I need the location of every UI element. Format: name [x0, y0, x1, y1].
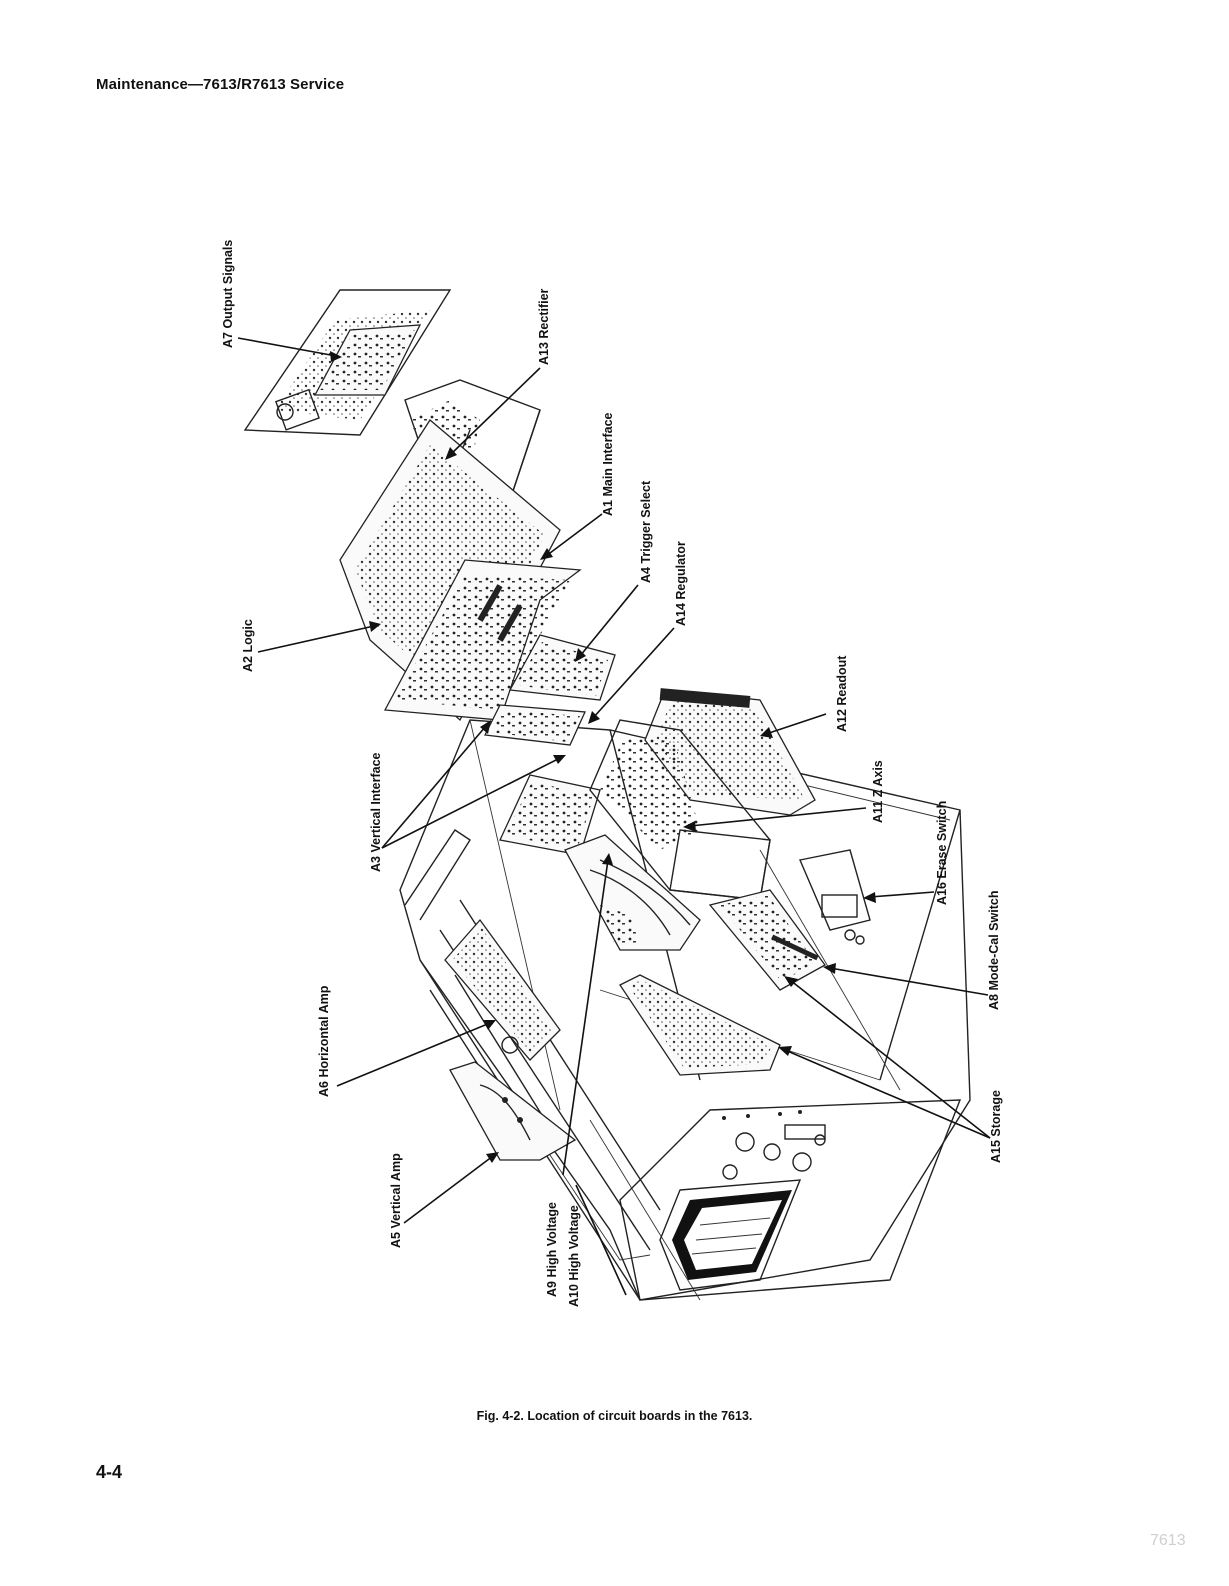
board-a3-vertical-interface — [484, 704, 586, 746]
figure-caption: Fig. 4-2. Location of circuit boards in … — [476, 1409, 753, 1423]
label-a14-regulator: A14 Regulator — [674, 541, 688, 626]
callout-leaders — [237, 337, 991, 1296]
board-a1-main-interface — [383, 559, 582, 721]
board-a6-horizontal-amp — [444, 918, 561, 1061]
running-header: Maintenance—7613/R7613 Service — [96, 76, 345, 93]
label-a10-high-voltage: A10 High Voltage — [567, 1205, 581, 1307]
label-a3-vertical-interface: A3 Vertical Interface — [369, 752, 383, 872]
board-a16-erase-switch — [799, 849, 871, 945]
watermark: 7613 — [1150, 1532, 1186, 1549]
label-a16-erase-switch: A16 Erase Switch — [935, 801, 949, 905]
label-a2-logic: A2 Logic — [241, 619, 255, 672]
label-a7-output-signals: A7 Output Signals — [221, 240, 235, 348]
instrument-drawing — [243, 289, 971, 1301]
board-a14-regulator — [499, 774, 601, 856]
board-a8-mode-cal-switch — [708, 889, 826, 991]
callout-labels: A7 Output Signals A13 Rectifier A1 Main … — [221, 240, 1003, 1307]
board-a7-output-signals — [243, 289, 452, 436]
label-a13-rectifier: A13 Rectifier — [537, 288, 551, 365]
board-a15-storage — [619, 974, 781, 1076]
label-a11-z-axis: A11 Z Axis — [871, 760, 885, 823]
label-a4-trigger-select: A4 Trigger Select — [639, 480, 653, 583]
label-a15-storage: A15 Storage — [989, 1090, 1003, 1163]
label-a6-horizontal-amp: A6 Horizontal Amp — [317, 985, 331, 1097]
label-a12-readout: A12 Readout — [835, 655, 849, 732]
board-a2-logic — [339, 419, 561, 722]
board-a12-readout — [644, 688, 816, 816]
label-a8-mode-cal-switch: A8 Mode-Cal Switch — [987, 891, 1001, 1010]
board-a5-vertical-amp — [449, 1061, 577, 1161]
board-a9-a10-high-voltage — [564, 834, 701, 951]
board-a11-z-axis — [589, 719, 771, 901]
front-panel-crt — [619, 1099, 962, 1301]
page-number: 4-4 — [96, 1462, 123, 1482]
label-a1-main-interface: A1 Main Interface — [601, 412, 615, 516]
label-a5-vertical-amp: A5 Vertical Amp — [389, 1153, 403, 1248]
label-a9-high-voltage: A9 High Voltage — [545, 1202, 559, 1297]
